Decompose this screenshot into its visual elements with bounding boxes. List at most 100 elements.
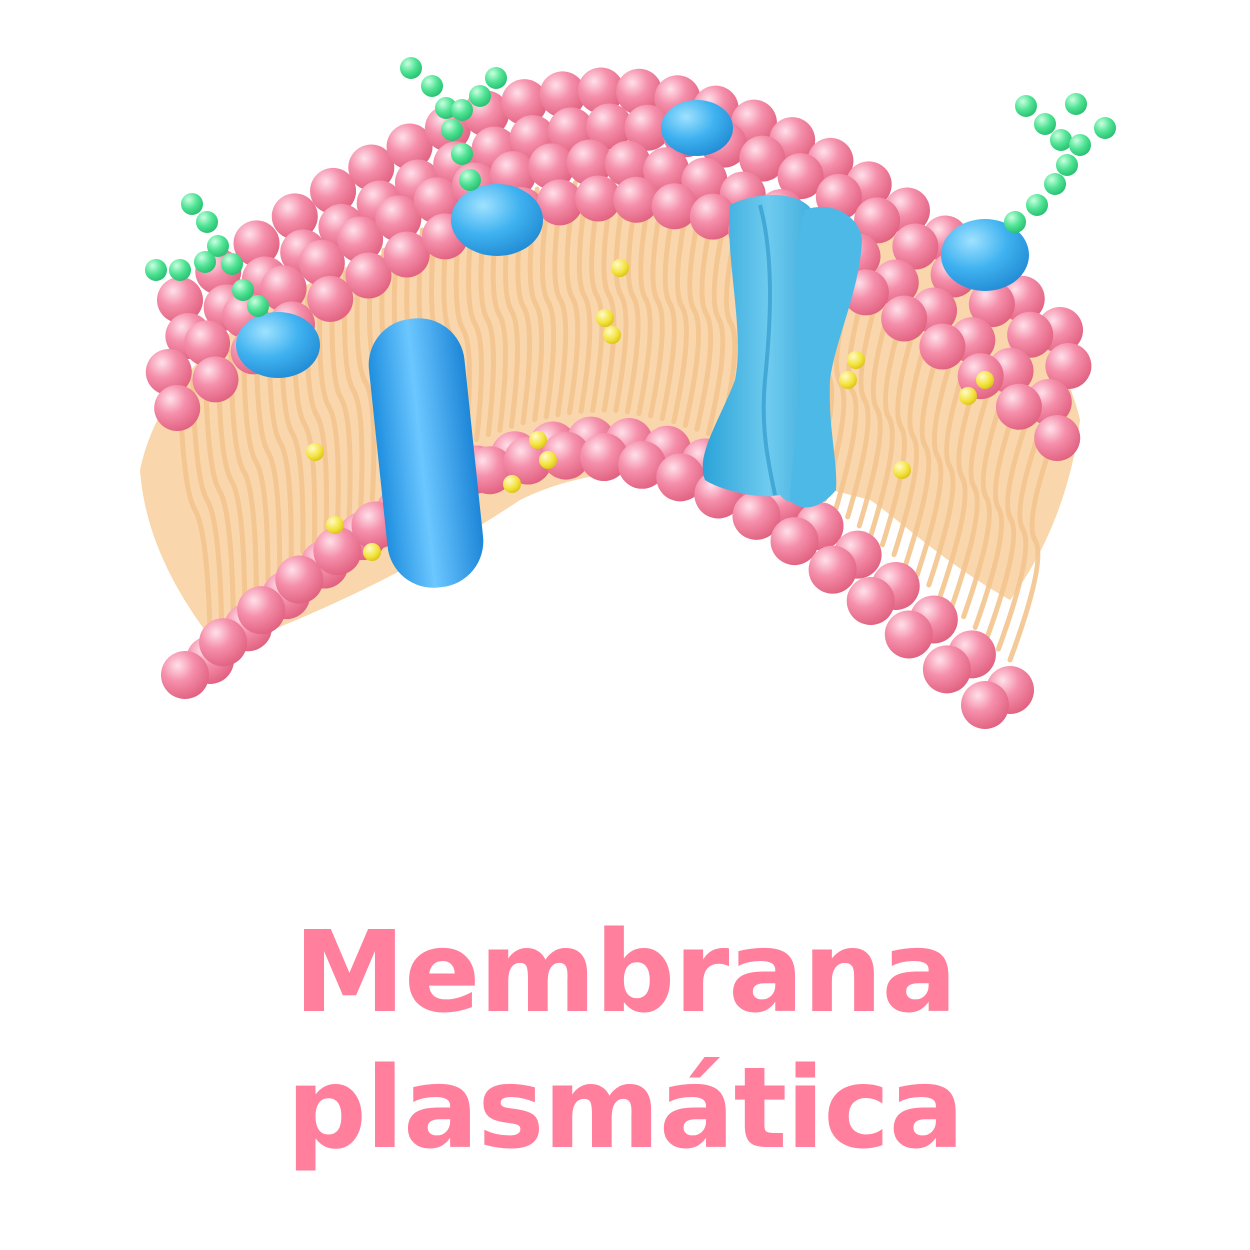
cholesterol-molecules	[306, 259, 994, 561]
glycan-bead	[1094, 117, 1116, 139]
glycan-bead	[1065, 93, 1087, 115]
phospholipid-head	[1045, 343, 1092, 389]
lipid-tail	[926, 345, 974, 588]
phospholipid-head	[616, 68, 663, 115]
glycan-bead	[451, 143, 473, 165]
page-title: Membrana plasmática	[0, 905, 1250, 1177]
lipid-tail	[215, 358, 248, 603]
phospholipid-head	[604, 140, 651, 187]
cholesterol-bead	[976, 371, 994, 389]
phospholipid-head	[892, 223, 939, 270]
phospholipid-head	[539, 71, 586, 118]
phospholipid-head	[681, 157, 728, 204]
glycan-bead	[485, 67, 507, 89]
lipid-tail	[601, 177, 617, 413]
phospholipid-head	[345, 252, 392, 299]
peripheral-protein-3	[661, 100, 733, 156]
glycan-bead	[441, 119, 463, 141]
phospholipid-head	[383, 231, 430, 278]
phospholipid-head	[271, 193, 318, 240]
glycan-bead	[1034, 113, 1056, 135]
phospholipid-head	[145, 349, 192, 395]
cholesterol-bead	[529, 431, 547, 449]
lipid-tail	[624, 179, 642, 415]
lipid-tail	[914, 335, 961, 578]
glycan-bead	[145, 259, 167, 281]
phospholipid-head	[618, 440, 667, 489]
phospholipid-head	[307, 275, 354, 322]
lipid-tail	[478, 201, 496, 438]
phospholipid-head	[386, 123, 433, 170]
cholesterol-bead	[539, 451, 557, 469]
phospholipid-head	[651, 183, 698, 230]
lipid-tail	[564, 180, 581, 416]
phospholipid-head	[310, 167, 357, 214]
plasma-membrane-illustration	[140, 57, 1116, 729]
phospholipid-head	[770, 517, 819, 566]
lipid-tail	[949, 365, 999, 609]
cholesterol-bead	[611, 259, 629, 277]
transmembrane-rod-protein	[368, 318, 484, 588]
lipid-tail	[717, 205, 744, 442]
phospholipid-head	[580, 433, 629, 482]
lipid-tail	[879, 307, 923, 548]
phospholipid-head	[961, 681, 1009, 729]
lipid-tail	[254, 330, 283, 574]
lipid-tail	[671, 188, 693, 425]
glycan-bead	[1069, 134, 1091, 156]
cholesterol-bead	[893, 461, 911, 479]
lipid-tail	[659, 185, 680, 422]
lipid-tail	[190, 377, 225, 623]
phospholipid-head	[566, 139, 613, 186]
lipid-tail	[453, 210, 472, 448]
glycan-bead	[1026, 194, 1048, 216]
phospholipid-head	[275, 555, 324, 604]
cholesterol-bead	[603, 326, 621, 344]
phospholipid-head	[154, 385, 201, 431]
phospholipid-head	[586, 103, 633, 150]
lipid-tail	[868, 297, 910, 538]
phospholipid-head	[995, 383, 1042, 430]
lipid-tail	[648, 183, 668, 419]
phospholipid-head	[808, 545, 857, 594]
phospholipid-head	[233, 220, 280, 267]
glycan-bead	[400, 57, 422, 79]
phospholipid-head	[1034, 415, 1081, 461]
phospholipid-head	[881, 295, 928, 342]
glycan-bead	[247, 295, 269, 317]
phospholipid-head	[884, 610, 933, 659]
glycan-bead	[459, 169, 481, 191]
glycan-bead	[232, 279, 254, 301]
phospholipid-head	[919, 323, 966, 370]
lipid-tail	[576, 178, 593, 414]
cholesterol-bead	[847, 351, 865, 369]
phospholipid-head	[192, 356, 239, 403]
lipid-tail	[539, 184, 557, 420]
phospholipid-head	[161, 651, 209, 699]
lipid-tail	[995, 407, 1050, 652]
title-line-1: Membrana	[293, 908, 957, 1038]
glycan-bead	[221, 253, 243, 275]
glycan-chains	[145, 57, 1116, 317]
lipid-tail	[845, 280, 884, 520]
lipid-tail	[937, 355, 986, 598]
phospholipid-head	[1007, 311, 1054, 358]
lipid-tail	[329, 278, 353, 519]
phospholipid-head	[575, 175, 622, 222]
peripheral-protein-4	[941, 219, 1029, 291]
phospholipid-head	[854, 197, 901, 244]
phospholipid-head	[643, 147, 690, 194]
phospholipid-head	[656, 453, 705, 502]
peripheral-protein-1	[236, 312, 320, 378]
phospholipid-head	[846, 576, 895, 625]
cholesterol-bead	[839, 371, 857, 389]
phospholipid-head	[375, 195, 422, 242]
glycan-bead	[451, 99, 473, 121]
phospholipid-head	[922, 645, 971, 694]
glycan-bead	[181, 193, 203, 215]
glycan-bead	[469, 85, 491, 107]
phospholipid-head	[541, 431, 590, 480]
phospholipid-head	[199, 618, 248, 667]
phospholipid-head	[624, 104, 671, 151]
phospholipid-head	[184, 320, 231, 367]
